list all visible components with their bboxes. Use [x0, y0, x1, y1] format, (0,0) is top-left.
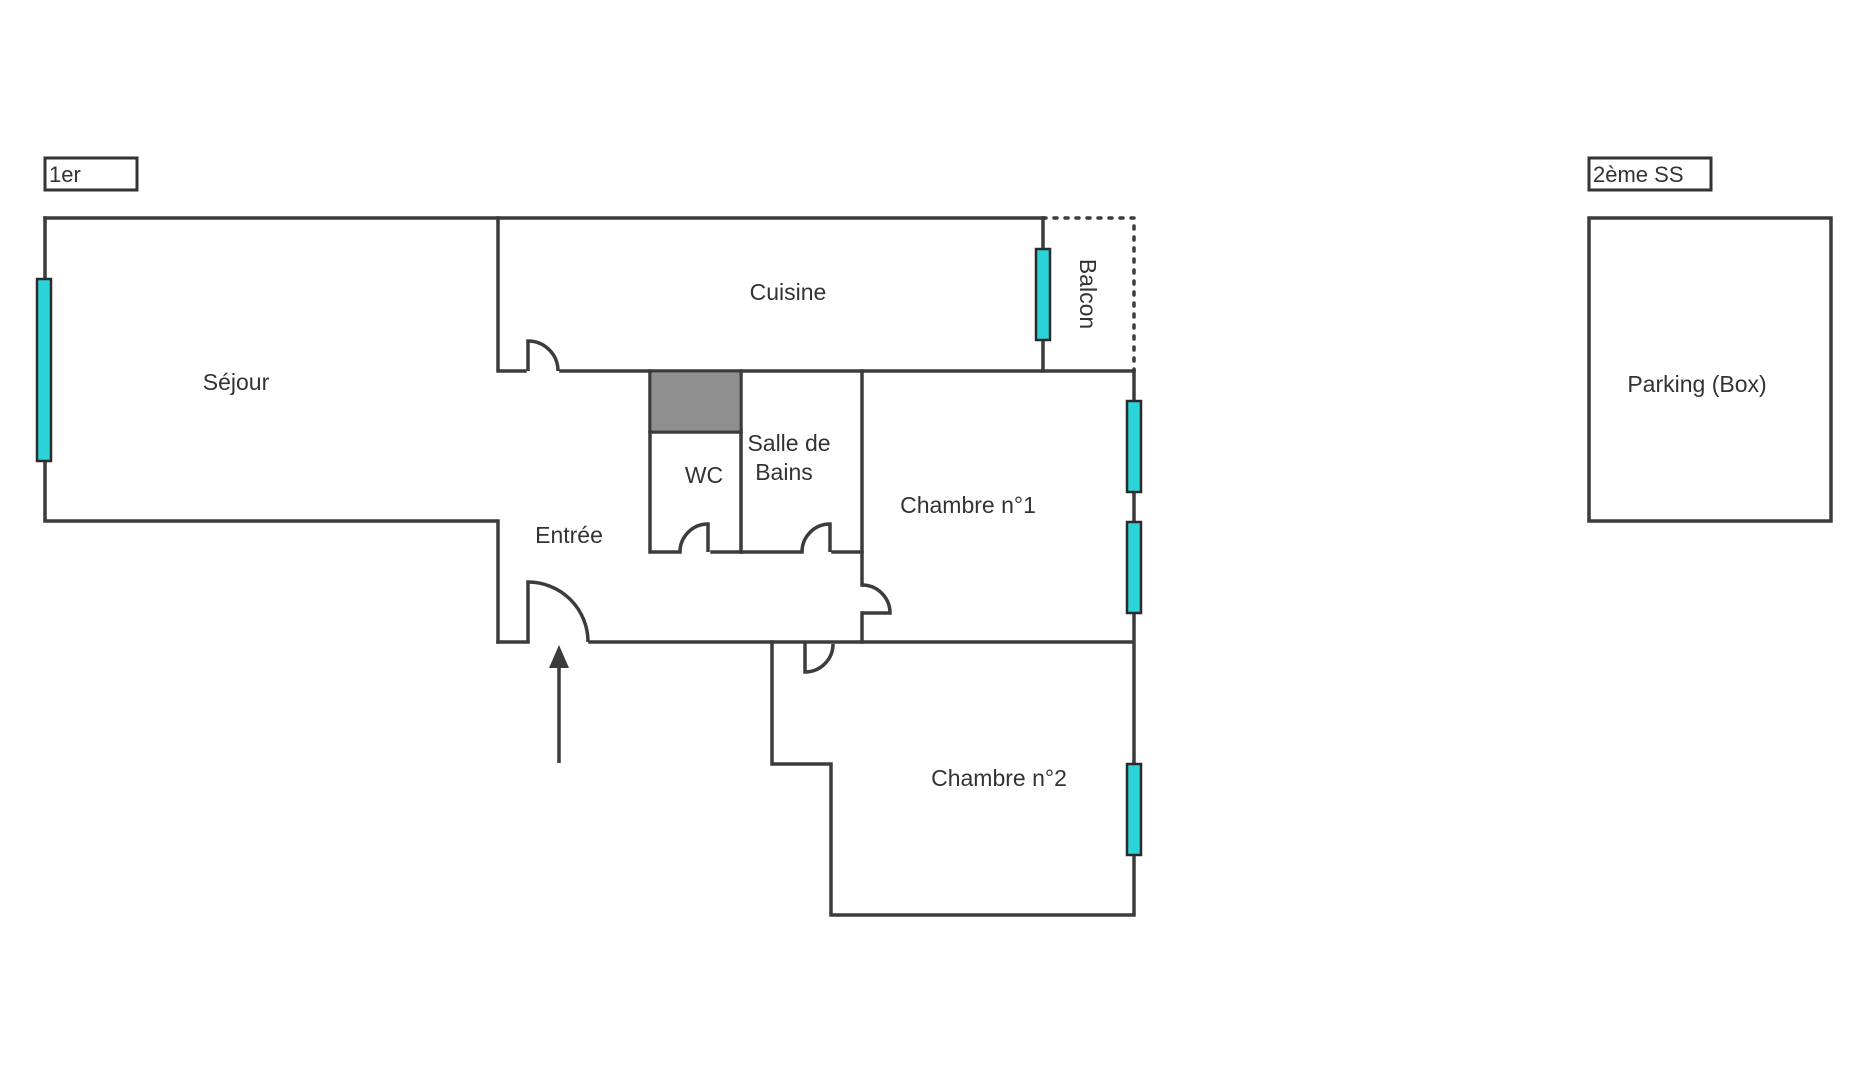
windows — [35, 247, 1143, 857]
wall-sejour — [43, 216, 500, 644]
walls — [43, 216, 1136, 917]
balcony-outline — [1041, 216, 1136, 373]
parking-box — [1587, 216, 1833, 523]
window-icon — [1125, 399, 1143, 494]
window-icon — [35, 277, 53, 463]
technical-shaft — [652, 373, 739, 430]
room-label-wc: WC — [685, 462, 723, 488]
window-icon — [1125, 520, 1143, 615]
room-label-salle-de-bains-1: Salle de — [747, 430, 830, 456]
floor-label-1er-text: 1er — [49, 162, 81, 187]
doors — [526, 339, 892, 674]
floor-label-2eme-ss: 2ème SS — [1587, 156, 1713, 192]
room-label-chambre-2: Chambre n°2 — [931, 765, 1067, 791]
wall-kitchen-left — [496, 216, 527, 373]
door-swing-icon — [678, 522, 710, 553]
door-swing-icon — [526, 580, 590, 643]
room-label-cuisine: Cuisine — [750, 279, 827, 305]
room-label-sejour: Séjour — [203, 369, 270, 395]
room-label-chambre-1: Chambre n°1 — [900, 492, 1036, 518]
floor-label-1er: 1er — [43, 156, 139, 192]
door-swing-icon — [800, 522, 832, 553]
floor-label-2eme-ss-text: 2ème SS — [1593, 162, 1684, 187]
door-swing-icon — [803, 642, 835, 674]
room-label-entree: Entrée — [535, 522, 603, 548]
door-swing-icon — [526, 339, 560, 372]
room-label-balcon: Balcon — [1075, 259, 1101, 329]
window-icon — [1034, 247, 1052, 342]
room-label-parking: Parking (Box) — [1627, 371, 1766, 397]
up-arrow-icon — [549, 645, 569, 763]
room-label-salle-de-bains-2: Bains — [755, 459, 813, 485]
door-swing-icon — [861, 583, 892, 615]
window-icon — [1125, 762, 1143, 857]
